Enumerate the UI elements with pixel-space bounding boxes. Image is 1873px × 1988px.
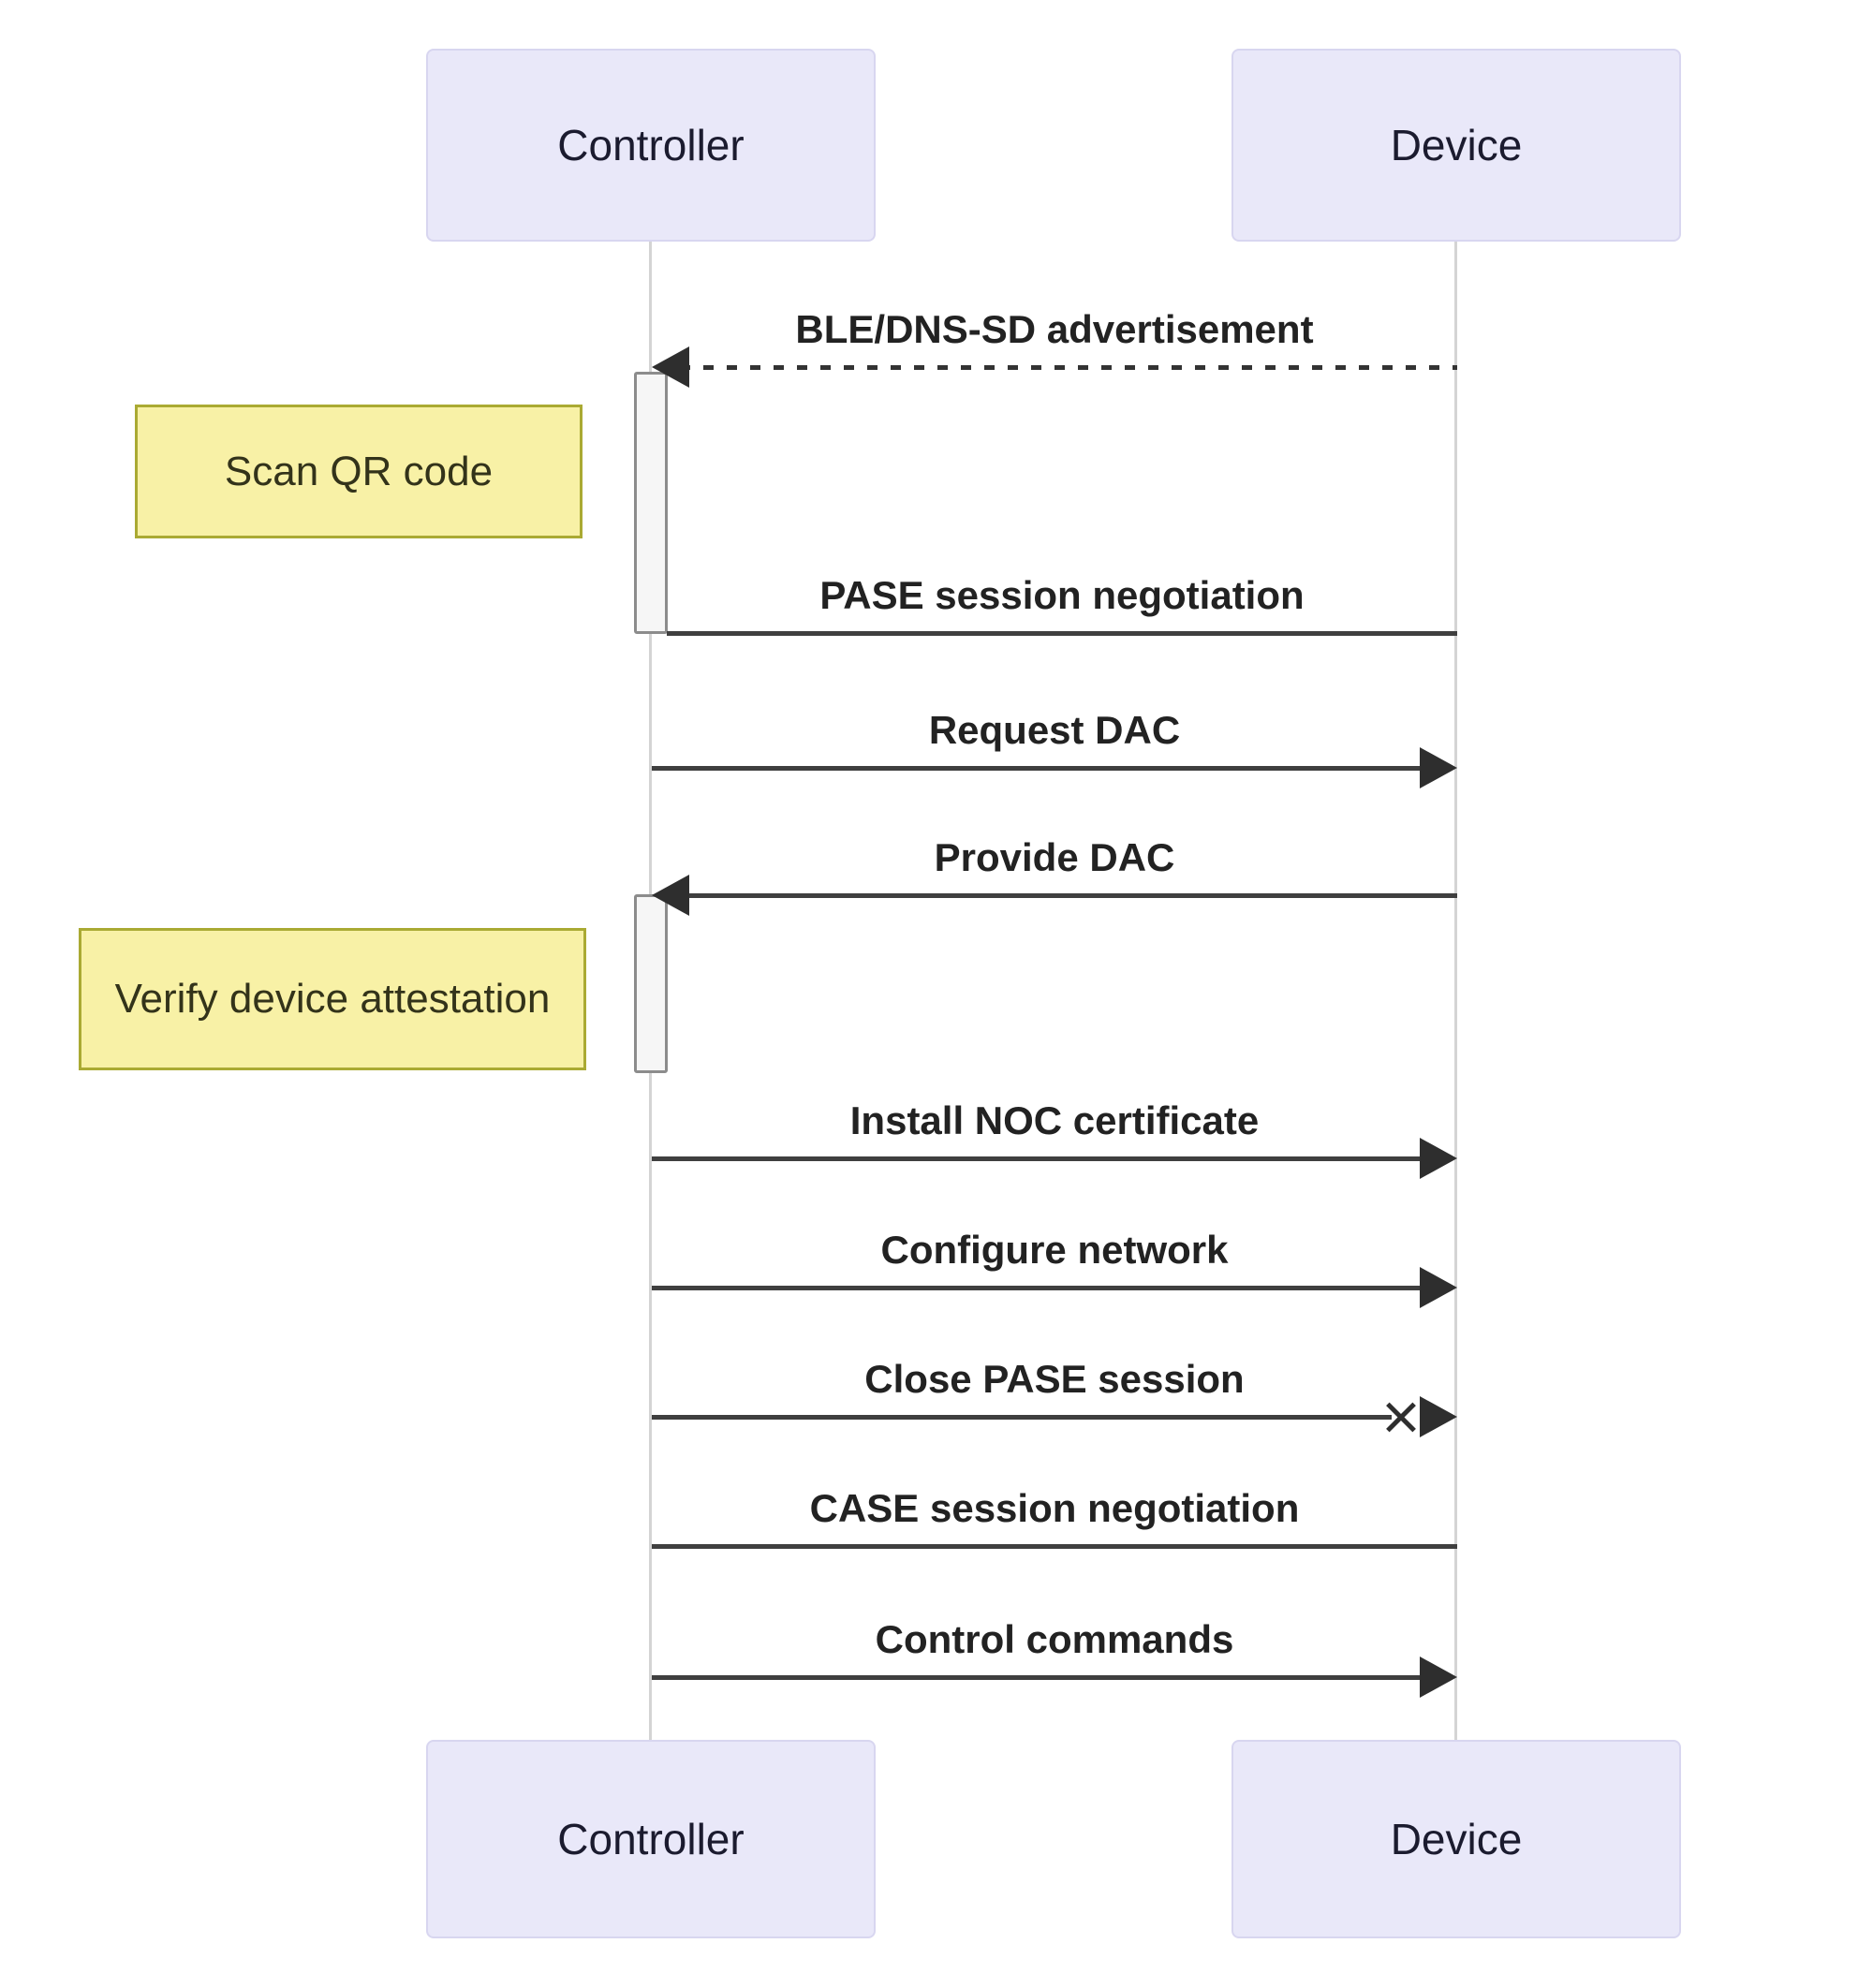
message-line bbox=[652, 766, 1450, 771]
message-line bbox=[667, 631, 1457, 636]
message-line bbox=[652, 1286, 1450, 1290]
message-label: Configure network bbox=[880, 1228, 1229, 1272]
message-line bbox=[652, 1544, 1457, 1549]
message-label: Install NOC certificate bbox=[849, 1098, 1260, 1142]
activation-bar-attestation bbox=[634, 894, 668, 1073]
actor-label-device-top: Device bbox=[1390, 121, 1523, 169]
actor-label-controller-top: Controller bbox=[557, 121, 745, 169]
arrowhead-right-icon bbox=[1420, 1396, 1457, 1437]
arrowhead-right-icon bbox=[1420, 1138, 1457, 1179]
message-label: Control commands bbox=[875, 1617, 1234, 1661]
message-line bbox=[652, 1675, 1450, 1680]
arrowhead-right-icon bbox=[1420, 1267, 1457, 1308]
message-label: BLE/DNS-SD advertisement bbox=[795, 307, 1314, 351]
actor-box-controller-bottom: Controller bbox=[426, 1740, 876, 1938]
arrowhead-right-icon bbox=[1420, 1657, 1457, 1698]
message-line bbox=[659, 893, 1457, 898]
message-label: PASE session negotiation bbox=[819, 573, 1305, 617]
arrowhead-left-icon bbox=[652, 346, 689, 388]
activation-bar-pase bbox=[634, 372, 668, 634]
actor-box-device-bottom: Device bbox=[1231, 1740, 1681, 1938]
lifeline-device bbox=[1454, 242, 1457, 1740]
arrowhead-right-icon bbox=[1420, 747, 1457, 788]
actor-label-device-bottom: Device bbox=[1390, 1815, 1523, 1863]
message-label: CASE session negotiation bbox=[809, 1486, 1300, 1530]
actor-box-controller-top: Controller bbox=[426, 49, 876, 242]
message-line-dashed bbox=[680, 365, 1457, 370]
note-verify-device-attestation: Verify device attestation bbox=[79, 928, 586, 1070]
actor-box-device-top: Device bbox=[1231, 49, 1681, 242]
message-label: Close PASE session bbox=[864, 1357, 1245, 1401]
note-scan-qr-code: Scan QR code bbox=[135, 405, 583, 538]
actor-label-controller-bottom: Controller bbox=[557, 1815, 745, 1863]
message-line bbox=[652, 1415, 1392, 1420]
message-line bbox=[652, 1156, 1450, 1161]
message-label: Provide DAC bbox=[934, 835, 1175, 879]
note-label: Verify device attestation bbox=[114, 976, 551, 1022]
destroy-cross-icon bbox=[1384, 1400, 1418, 1434]
message-label: Request DAC bbox=[928, 708, 1181, 752]
note-label: Scan QR code bbox=[224, 448, 494, 494]
arrowhead-left-icon bbox=[652, 875, 689, 916]
